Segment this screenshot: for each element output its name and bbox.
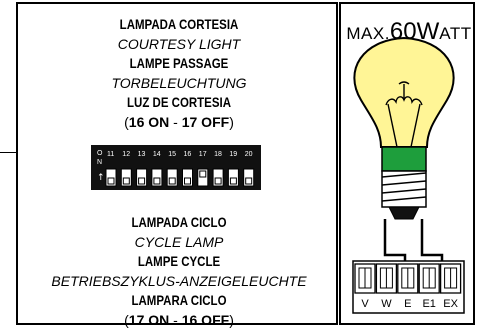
terminal-label: E1	[422, 298, 435, 310]
switch-label-panel: LAMPADA CORTESIA COURTESY LIGHT LAMPE PA…	[16, 2, 338, 325]
dip-switch-number: 11	[107, 151, 114, 158]
cycle-lamp-english: CYCLE LAMP	[18, 233, 340, 253]
dip-switch-number: 15	[168, 151, 176, 158]
cycle-lamp-setting: (17 ON - 16 OFF)	[18, 311, 340, 330]
terminal-label: E	[404, 298, 411, 310]
cycle-lamp-italian: LAMPADA CICLO	[47, 213, 311, 233]
dip-lever-off	[230, 178, 236, 184]
wire-to-ex	[422, 219, 442, 265]
dip-lever-off	[139, 178, 145, 184]
dip-switch-number: 17	[199, 151, 207, 158]
dip-on-letter: O	[97, 150, 103, 157]
terminal-label: V	[361, 298, 369, 310]
cycle-lamp-label-block: LAMPADA CICLO CYCLE LAMP LAMPE CYCLE BET…	[18, 213, 340, 330]
cycle-lamp-spanish: LAMPARA CICLO	[47, 291, 311, 311]
terminal-label: EX	[443, 298, 458, 310]
dip-lever-on	[200, 171, 206, 177]
wire-to-e	[385, 219, 405, 265]
dip-switch-number: 19	[229, 151, 237, 158]
dip-lever-off	[169, 178, 175, 184]
cycle-lamp-french: LAMPE CYCLE	[47, 252, 311, 272]
dip-switch-number: 14	[153, 151, 161, 158]
dip-switch-number: 18	[214, 151, 222, 158]
dip-lever-off	[123, 178, 129, 184]
cycle-lamp-german: BETRIEBSZYKLUS-ANZEIGELEUCHTE	[18, 272, 340, 292]
terminal-label: W	[381, 298, 392, 310]
dip-switch-number: 13	[138, 151, 146, 158]
dip-switch-number: 20	[245, 151, 253, 158]
dip-lever-off	[185, 178, 191, 184]
on-arrow-icon: ↑	[97, 173, 105, 183]
dip-on-letter: N	[97, 159, 102, 166]
dip-lever-off	[108, 178, 114, 184]
dip-lever-off	[154, 178, 160, 184]
dip-lever-off	[215, 178, 221, 184]
bulb-base-icon	[382, 147, 426, 219]
dip-lever-off	[246, 178, 252, 184]
dip-switch-number: 16	[184, 151, 192, 158]
dip-switch-number: 12	[122, 151, 130, 158]
